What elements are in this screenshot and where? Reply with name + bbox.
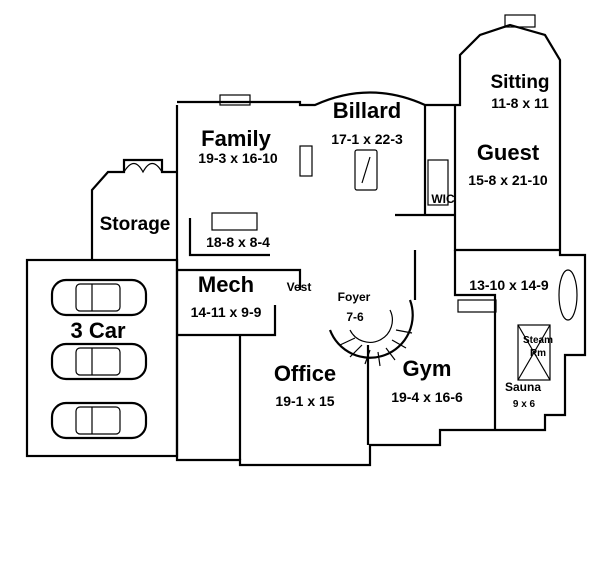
fireplace (219, 94, 251, 106)
room-name-sitting: Sitting (490, 72, 549, 93)
room-name-storage: Storage (100, 214, 171, 235)
car-icon (50, 401, 148, 440)
wic-closet (427, 159, 449, 206)
room-name-garage: 3 Car (70, 318, 125, 343)
window (504, 14, 536, 28)
steam-room (517, 324, 551, 381)
sofa (299, 145, 313, 177)
bathtub (558, 269, 578, 321)
garage-wall (25, 258, 179, 458)
wall (177, 305, 277, 337)
room-size-family: 19-3 x 16-10 (198, 150, 278, 166)
room-name-steam: Steam (523, 335, 553, 346)
room-name-family: Family (201, 126, 271, 151)
room-name-steam-2: Rm (530, 348, 546, 359)
room-size-foyer: 7-6 (346, 310, 364, 324)
room-name-mech: Mech (198, 272, 254, 297)
kitchen-island (211, 212, 258, 231)
room-size-gym: 19-4 x 16-6 (391, 389, 463, 405)
room-name-foyer: Foyer (338, 290, 371, 304)
room-name-gym: Gym (403, 356, 452, 381)
room-size-mech: 14-11 x 9-9 (191, 304, 262, 320)
room-name-guest: Guest (477, 140, 540, 165)
room-name-billard: Billard (333, 98, 401, 123)
wall (453, 250, 497, 430)
room-name-vest: Vest (287, 280, 312, 294)
room-size-office: 19-1 x 15 (275, 393, 334, 409)
room-size-kitchen: 18-8 x 8-4 (206, 234, 270, 250)
storage-door[interactable] (123, 162, 163, 174)
wall (177, 268, 302, 290)
room-size-billard: 17-1 x 22-3 (331, 131, 403, 147)
storage-wall (90, 158, 177, 260)
room-name-sauna: Sauna (505, 380, 541, 394)
exterior-wall (175, 23, 587, 467)
spiral-stair (328, 299, 414, 367)
room-size-sitting: 11-8 x 11 (491, 95, 549, 111)
pool-table-icon (354, 149, 378, 191)
room-name-wic: WIC (431, 192, 455, 206)
car-icon (50, 342, 148, 381)
car-icon (50, 278, 148, 317)
room-name-office: Office (274, 361, 336, 386)
stair (457, 299, 497, 313)
kitchen-counter (188, 218, 270, 257)
room-size-sauna: 9 x 6 (513, 399, 536, 410)
room-size-guest: 15-8 x 21-10 (468, 172, 548, 188)
room-size-bath: 13-10 x 14-9 (469, 277, 549, 293)
